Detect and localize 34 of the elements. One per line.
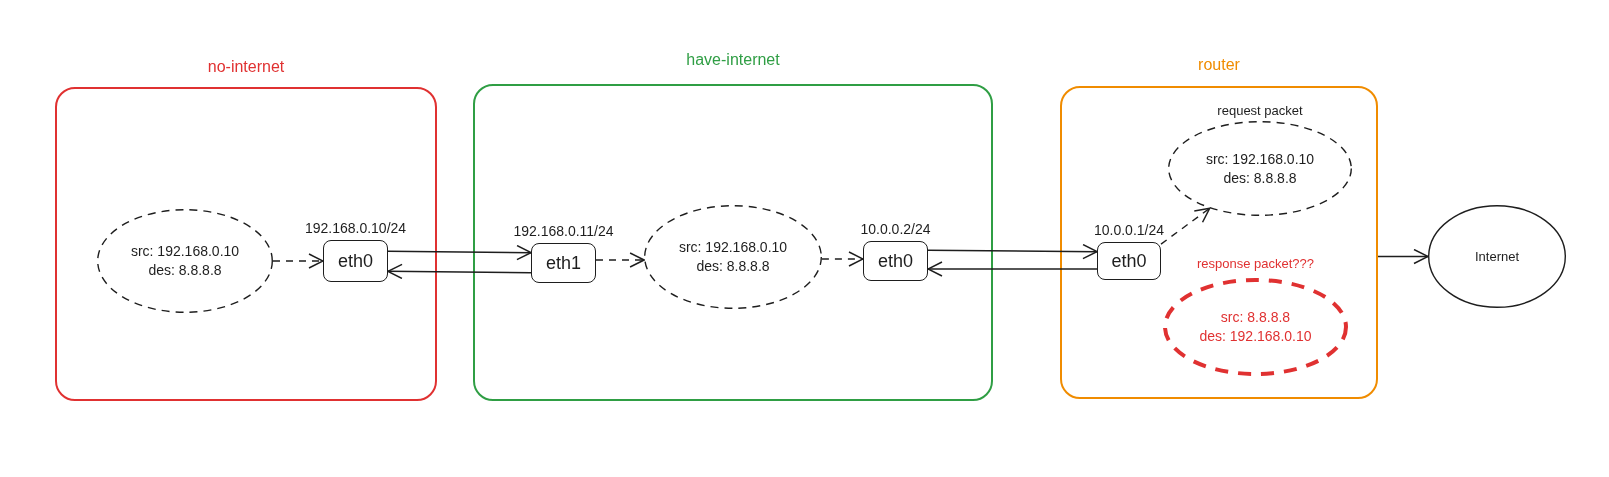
arrow (387, 244, 532, 261)
arrow (927, 261, 1098, 277)
interface-name: eth0 (337, 251, 373, 271)
dashed-arrow (1160, 207, 1211, 245)
dashed-arrow (272, 253, 324, 269)
packet-address-text: des: 192.168.0.10 (1199, 327, 1312, 346)
packet-address-text: des: 8.8.8.8 (148, 261, 222, 280)
group-title: no-internet (207, 58, 285, 76)
ip-address-label: 192.168.0.10/24 (304, 220, 407, 236)
packet-address-text: src: 192.168.0.10 (1205, 149, 1315, 169)
packet-address-text: des: 8.8.8.8 (696, 257, 770, 276)
ip-address-label: 10.0.0.2/24 (860, 221, 931, 237)
packet-title: request packet (1217, 103, 1303, 118)
arrow (1377, 248, 1429, 265)
packet-address-text: des: 8.8.8.8 (1223, 168, 1297, 188)
dashed-arrow (821, 251, 864, 267)
dashed-arrow (595, 252, 645, 268)
packet-ellipse (97, 209, 273, 313)
group-title: have-internet (686, 51, 780, 69)
interface-name: eth0 (877, 251, 913, 271)
interface-name: eth1 (545, 253, 581, 273)
network-ellipse (1428, 205, 1566, 308)
arrow (927, 243, 1098, 260)
arrow (387, 263, 532, 280)
network-label: Internet (1474, 248, 1520, 266)
ip-address-label: 10.0.0.1/24 (1093, 222, 1165, 238)
ip-address-label: 192.168.0.11/24 (513, 223, 614, 239)
packet-address-text: src: 192.168.0.10 (130, 242, 240, 261)
packet-address-text: src: 192.168.0.10 (678, 238, 788, 257)
packet-title: response packet??? (1196, 256, 1315, 271)
packet-address-text: src: 8.8.8.8 (1220, 308, 1291, 327)
packet-ellipse (644, 205, 822, 309)
group-title: router (1198, 56, 1240, 74)
interface-name: eth0 (1111, 251, 1147, 271)
